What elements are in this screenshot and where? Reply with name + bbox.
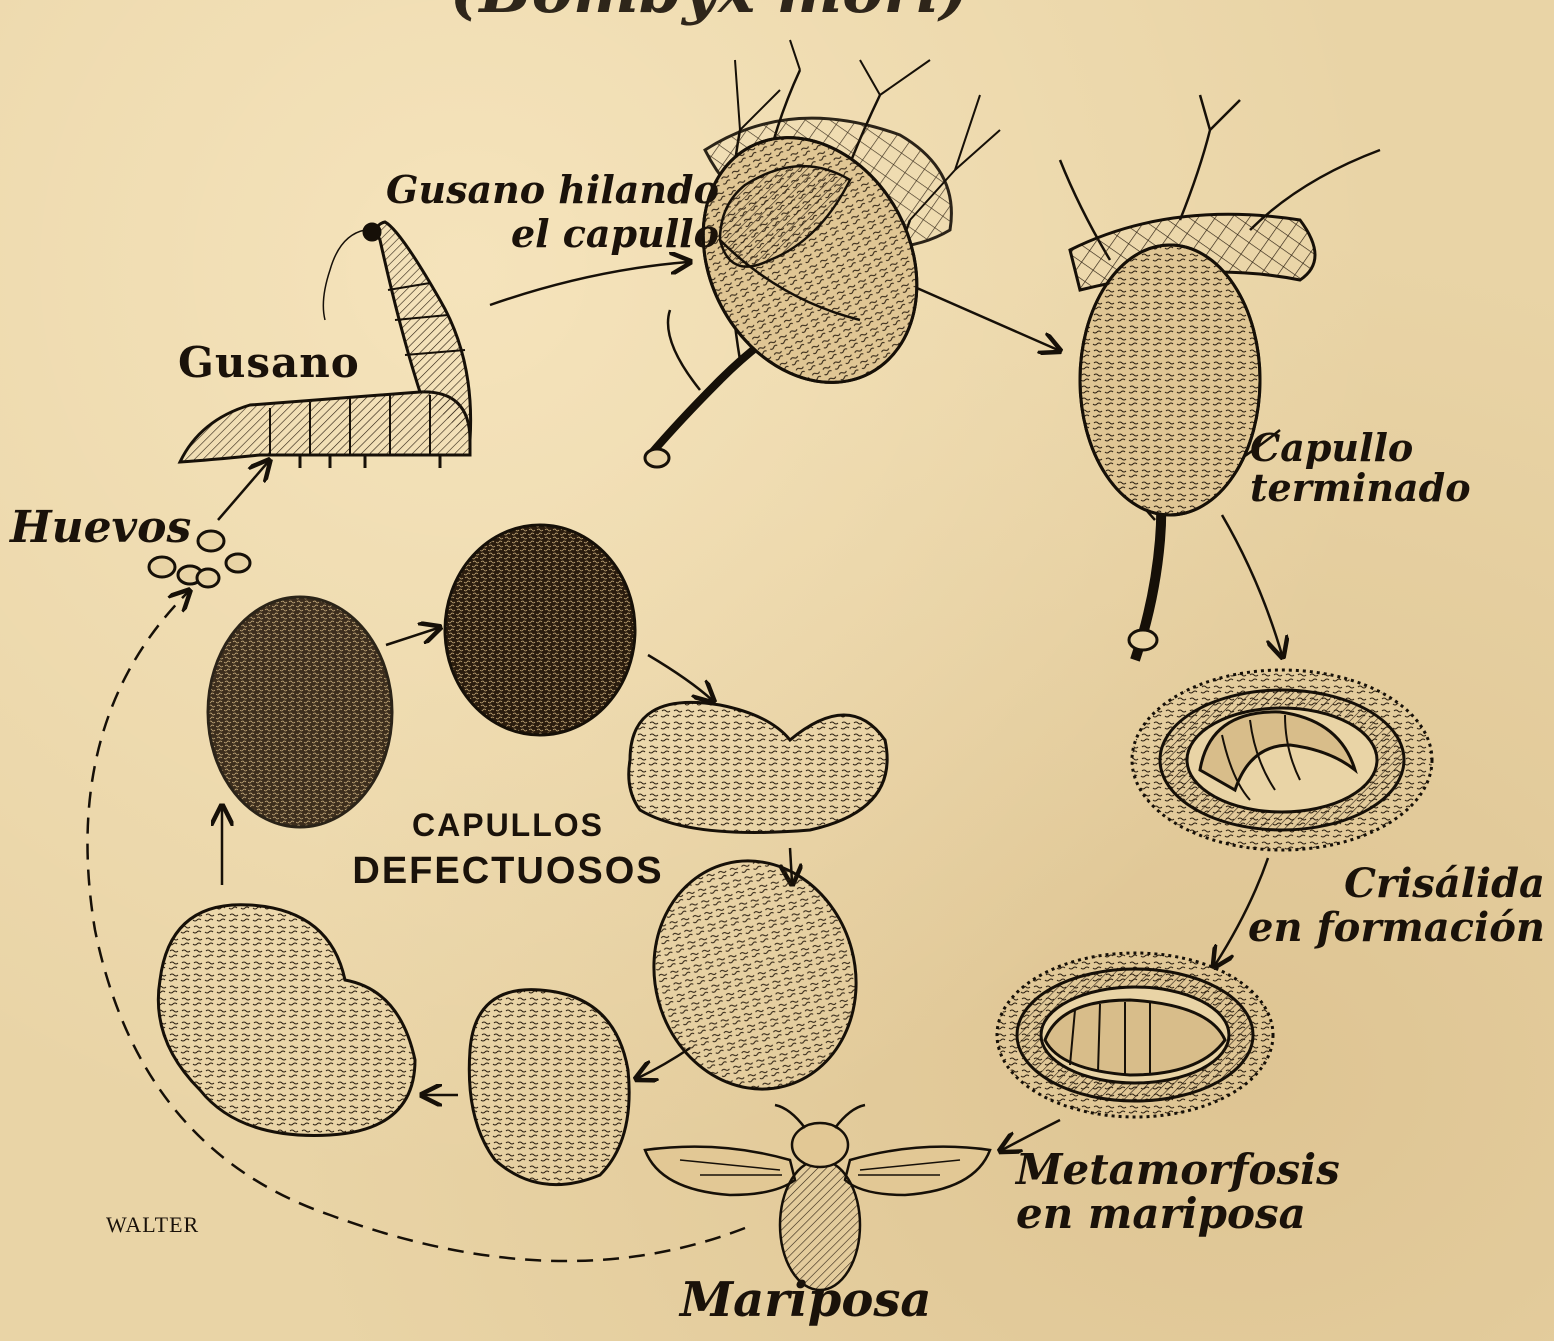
label-crisalida-line2: en formación [1248, 906, 1545, 950]
label-defectuosos-line1: CAPULLOS [338, 802, 678, 848]
label-crisalida-line1: Crisálida [1248, 862, 1545, 906]
arrow-spinning-to-cocoon [910, 285, 1058, 350]
defective-cocoon-6 [158, 905, 415, 1136]
label-gusano-hilando-line1: Gusano hilando [386, 168, 719, 212]
label-defectuosos-line2: DEFECTUOSOS [338, 848, 678, 894]
chrysalis-forming [1132, 670, 1432, 850]
defective-cocoon-1 [208, 597, 392, 827]
arrow-eggs-to-worm [218, 462, 268, 520]
metamorphosis-cocoon [997, 953, 1273, 1117]
label-capullo-line1: Capullo [1250, 428, 1471, 468]
defective-cocoon-5 [469, 990, 629, 1185]
label-capullo-terminado: Capullo terminado [1250, 428, 1471, 508]
label-gusano: Gusano [178, 338, 360, 387]
label-gusano-hilando: Gusano hilando el capullo [386, 168, 719, 256]
label-mariposa: Mariposa [680, 1272, 931, 1328]
arrow-worm-to-spinning [490, 262, 688, 305]
artist-signature: WALTER [106, 1212, 199, 1238]
arrow-def-2-3 [648, 655, 712, 700]
label-metamorfosis: Metamorfosis en mariposa [1016, 1148, 1340, 1236]
label-capullo-line2: terminado [1250, 468, 1471, 508]
arrow-def-1-2 [386, 628, 438, 645]
label-metamorfosis-line2: en mariposa [1016, 1192, 1340, 1236]
moth [645, 1105, 990, 1290]
label-huevos: Huevos [10, 502, 191, 553]
defective-cocoon-2 [445, 525, 635, 735]
title-fragment: (Bombyx mori) [450, 0, 969, 27]
label-metamorfosis-line1: Metamorfosis [1016, 1148, 1340, 1192]
arrow-cocoon-to-pupa [1222, 515, 1282, 655]
arrow-def-4-5 [638, 1048, 690, 1078]
label-capullos-defectuosos: CAPULLOS DEFECTUOSOS [338, 802, 678, 894]
finished-cocoon [1060, 95, 1380, 660]
label-crisalida: Crisálida en formación [1248, 862, 1545, 950]
label-gusano-hilando-line2: el capullo [386, 212, 719, 256]
